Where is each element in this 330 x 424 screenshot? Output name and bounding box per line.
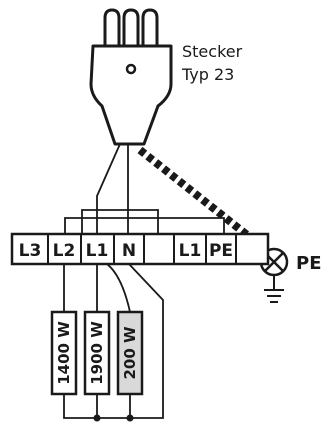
resistor-wires <box>63 263 164 419</box>
plug-pin-left <box>103 8 121 46</box>
earth-label: PE <box>296 253 322 274</box>
plug-body <box>89 44 173 146</box>
junction-dots <box>93 414 134 422</box>
terminal-N: N <box>122 241 136 261</box>
resistor-200w: 200 W <box>116 310 144 396</box>
plug-pins <box>103 8 159 46</box>
resistor-1900w: 1900 W <box>83 310 111 396</box>
plug-pin-middle <box>122 8 140 46</box>
resistor-1400w-label: 1400 W <box>55 321 73 385</box>
ground-icon <box>264 275 284 303</box>
resistor-200w-label: 200 W <box>121 326 139 380</box>
terminal-block: L3 L2 L1 N L1 PE <box>10 232 270 266</box>
terminal-L1: L1 <box>86 241 109 261</box>
plug-pin-right <box>141 8 159 46</box>
resistor-1400w: 1400 W <box>50 310 78 396</box>
terminal-PE: PE <box>209 241 233 261</box>
resistor-1900w-label: 1900 W <box>88 321 106 385</box>
terminal-L2: L2 <box>53 241 76 261</box>
plug-cable <box>96 143 129 234</box>
plug-hole <box>125 63 137 75</box>
terminal-L3: L3 <box>19 241 42 261</box>
plug-label-line1: Stecker <box>182 42 243 61</box>
terminal-L1-second: L1 <box>179 241 202 261</box>
terminal-bridges-top <box>64 209 225 234</box>
plug-label-line2: Typ 23 <box>181 65 234 84</box>
